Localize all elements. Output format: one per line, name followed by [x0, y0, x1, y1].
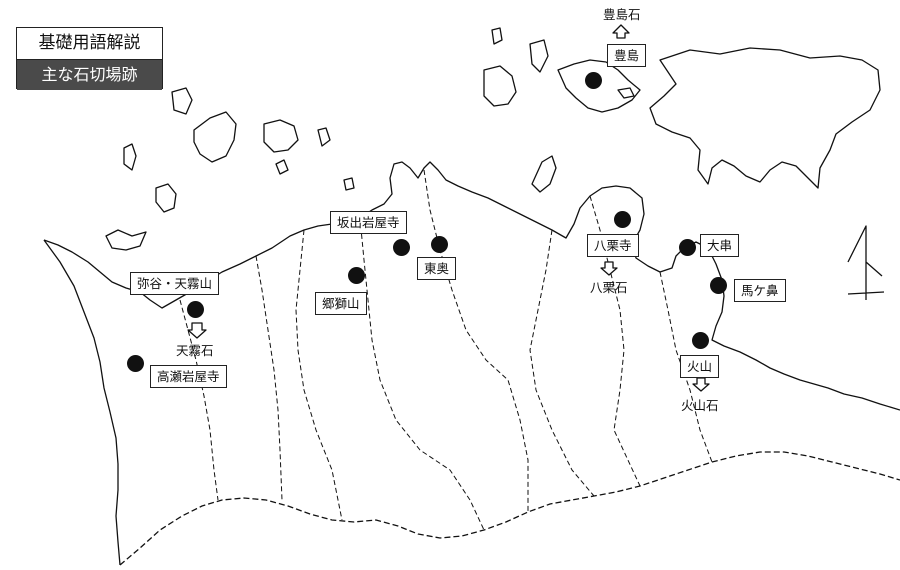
- label-takase: 高瀬岩屋寺: [150, 365, 227, 388]
- label-yaguri: 八栗寺: [587, 234, 639, 257]
- legend-header: 基礎用語解説 主な石切場跡: [16, 27, 163, 90]
- stone-amagiri: 天霧石: [176, 343, 214, 358]
- label-yadani: 弥谷・天霧山: [130, 272, 220, 295]
- site-marker-higashioku[interactable]: [431, 236, 448, 253]
- boundary-4: [359, 217, 485, 531]
- site-marker-goshisan[interactable]: [348, 267, 365, 284]
- arrow-up-toyoshima: [612, 24, 630, 39]
- island-i: [105, 229, 147, 251]
- island-f: [531, 155, 557, 193]
- site-marker-kazan[interactable]: [692, 332, 709, 349]
- boundary-6: [529, 229, 595, 497]
- label-higashioku: 東奥: [417, 257, 457, 280]
- header-subtitle: 主な石切場跡: [17, 60, 162, 90]
- boundary-1: [179, 299, 219, 501]
- site-marker-takase[interactable]: [127, 355, 144, 372]
- site-marker-sakaide-iwaya[interactable]: [393, 239, 410, 256]
- boundary-2: [255, 255, 283, 501]
- island-c: [171, 87, 193, 115]
- boundary-3: [295, 229, 343, 521]
- island-b: [263, 119, 299, 153]
- mainland-coastline: [43, 161, 900, 411]
- label-omi: 大串: [700, 234, 740, 257]
- label-kazan: 火山: [680, 355, 720, 378]
- island-d: [155, 183, 177, 213]
- island-g: [483, 65, 517, 107]
- label-toyoshima: 豊島: [607, 44, 647, 67]
- compass-mark: [847, 225, 885, 300]
- island-k: [275, 159, 289, 175]
- arrow-down-yaguri: [600, 261, 618, 276]
- island-toyoshima: [557, 59, 641, 113]
- site-marker-omi[interactable]: [679, 239, 696, 256]
- site-marker-yaguri[interactable]: [614, 211, 631, 228]
- arrow-down-kazan: [692, 377, 710, 392]
- island-h: [529, 39, 549, 73]
- label-sakaide-iwaya: 坂出岩屋寺: [330, 211, 407, 234]
- label-goshisan: 郷獅山: [315, 292, 367, 315]
- stone-toyoshima: 豊島石: [603, 7, 641, 22]
- arrow-down-amagiri: [187, 322, 207, 339]
- island-m: [491, 27, 503, 45]
- island-e: [123, 143, 137, 171]
- island-n: [617, 87, 635, 99]
- label-umagahana: 馬ケ鼻: [734, 279, 786, 302]
- island-a: [193, 111, 237, 163]
- site-marker-umagahana[interactable]: [710, 277, 727, 294]
- site-marker-yadani[interactable]: [187, 301, 204, 318]
- stone-kazan: 火山石: [681, 398, 719, 413]
- island-j: [317, 127, 331, 147]
- site-marker-toyoshima[interactable]: [585, 72, 602, 89]
- stone-yaguri: 八栗石: [590, 280, 628, 295]
- west-coastline: [43, 239, 121, 566]
- island-shodoshima: [649, 47, 881, 189]
- boundary-5: [423, 169, 529, 512]
- header-title: 基礎用語解説: [17, 28, 162, 60]
- south-boundary: [119, 451, 900, 566]
- island-l: [343, 177, 355, 191]
